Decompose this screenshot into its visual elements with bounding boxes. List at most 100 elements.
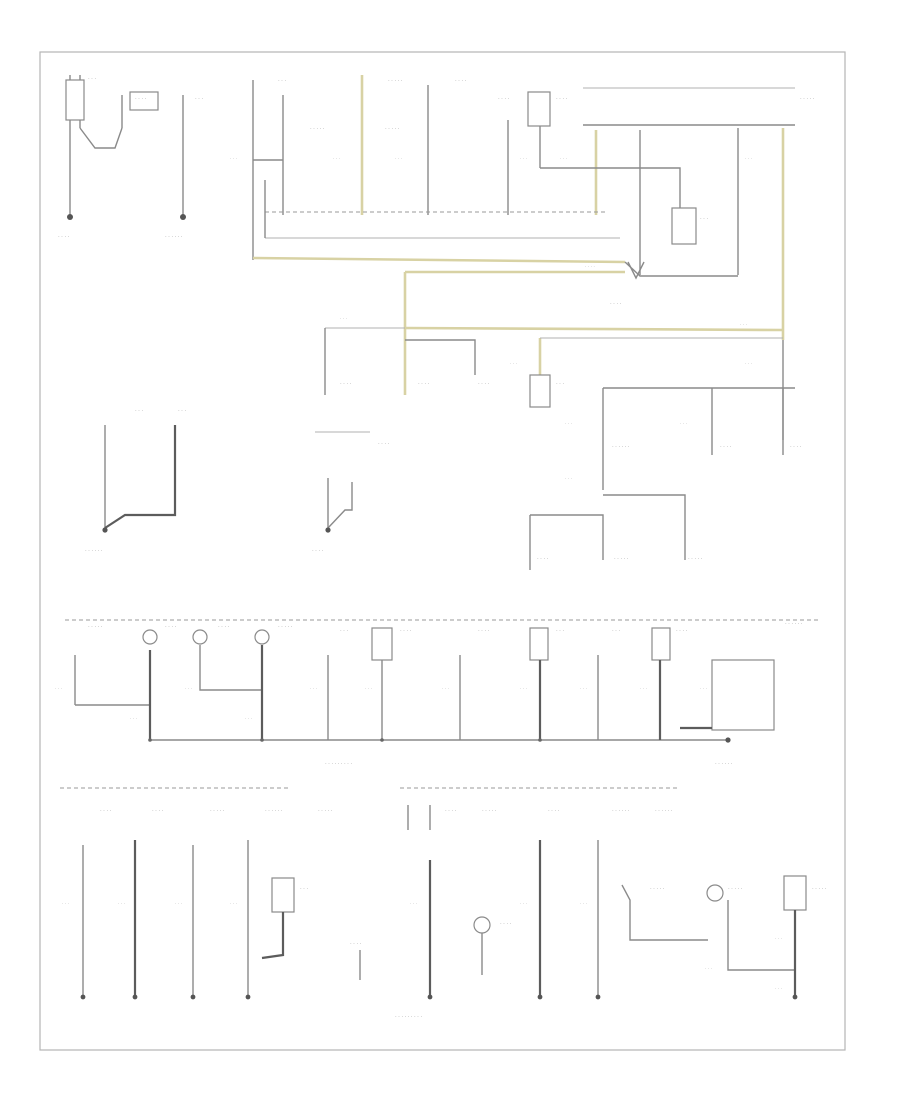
svg-text:· · · ·: · · · · xyxy=(445,808,457,814)
svg-text:· · ·: · · · xyxy=(135,408,143,414)
svg-text:· · ·: · · · xyxy=(130,716,137,721)
svg-text:· · ·: · · · xyxy=(775,986,782,991)
svg-text:· · ·: · · · xyxy=(310,686,317,691)
svg-text:· · ·: · · · xyxy=(556,381,564,387)
svg-text:· · ·: · · · xyxy=(195,96,203,102)
svg-text:· · · ·: · · · · xyxy=(378,441,390,447)
svg-text:· · · ·: · · · · xyxy=(100,808,112,814)
svg-text:· · ·: · · · xyxy=(556,628,564,634)
svg-text:· · ·: · · · xyxy=(175,901,182,906)
row-four-bottom-group: · · · · · · · · · · · · · · · · · · · · … xyxy=(60,787,827,1020)
svg-text:· · · · · ·: · · · · · · xyxy=(265,808,283,814)
svg-text:· · ·: · · · xyxy=(560,156,567,161)
svg-text:· · ·: · · · xyxy=(640,686,647,691)
svg-text:· · · · · ·: · · · · · · xyxy=(165,234,183,240)
svg-text:· · ·: · · · xyxy=(278,78,286,84)
diagram-border xyxy=(39,51,846,1051)
svg-text:· · · ·: · · · · xyxy=(350,941,362,947)
svg-text:· · ·: · · · xyxy=(230,901,237,906)
svg-text:· · · ·: · · · · xyxy=(165,624,177,630)
svg-text:· · · ·: · · · · xyxy=(610,301,622,307)
svg-text:· · ·: · · · xyxy=(410,901,417,906)
svg-text:· · ·: · · · xyxy=(340,628,348,634)
svg-text:· · · · ·: · · · · · xyxy=(310,126,325,132)
svg-text:· · · ·: · · · · xyxy=(498,96,510,102)
svg-text:· · ·: · · · xyxy=(565,421,572,426)
top-center-network: · · · · · · · · · · · · · · · · · · · · … xyxy=(230,75,815,395)
svg-text:· · · · ·: · · · · · xyxy=(385,126,400,132)
svg-text:· · · ·: · · · · xyxy=(312,548,324,554)
svg-text:· · ·: · · · xyxy=(775,936,782,941)
svg-text:· · · ·: · · · · xyxy=(585,264,595,269)
svg-text:· · ·: · · · xyxy=(300,886,308,892)
svg-text:· · ·: · · · xyxy=(395,156,402,161)
svg-text:· · ·: · · · xyxy=(55,686,62,691)
svg-text:· · · ·: · · · · xyxy=(455,78,467,84)
svg-text:· · ·: · · · xyxy=(700,216,708,222)
svg-text:· · · ·: · · · · xyxy=(500,921,512,927)
svg-text:· · ·: · · · xyxy=(520,156,527,161)
svg-text:· · · ·: · · · · xyxy=(58,234,70,240)
svg-text:· · ·: · · · xyxy=(178,408,186,414)
svg-text:· · · · · ·: · · · · · · xyxy=(85,548,103,554)
svg-text:· · · ·: · · · · xyxy=(478,628,490,634)
svg-text:· · · ·: · · · · xyxy=(790,444,802,450)
svg-text:· · · · ·: · · · · · xyxy=(278,624,293,630)
top-left-ground-group: · · · · · · · · · · · · · · · · · · · · xyxy=(58,75,203,240)
svg-text:· · ·: · · · xyxy=(565,476,572,481)
svg-text:· · · · ·: · · · · · xyxy=(812,886,827,892)
svg-text:· · · · · ·: · · · · · · xyxy=(612,808,630,814)
row-three-ground-bus: · · · · · · · · · · · · · · · · · · · · … xyxy=(55,619,820,767)
svg-text:· · ·: · · · xyxy=(442,686,449,691)
svg-text:· · · · · ·: · · · · · · xyxy=(655,808,673,814)
middle-right-network: · · · · · · · · · · · · · · · · · · · · … xyxy=(324,316,802,570)
svg-text:· · ·: · · · xyxy=(333,156,340,161)
svg-text:· · · · · · · · ·: · · · · · · · · · xyxy=(325,761,352,767)
svg-text:· · · · ·: · · · · · xyxy=(210,808,225,814)
svg-text:· · · ·: · · · · xyxy=(400,628,412,634)
svg-text:· · ·: · · · xyxy=(700,686,707,691)
svg-text:· · ·: · · · xyxy=(580,686,587,691)
svg-text:· · ·: · · · xyxy=(580,901,587,906)
svg-text:· · ·: · · · xyxy=(520,686,527,691)
svg-text:· · · ·: · · · · xyxy=(556,96,568,102)
svg-text:· · · ·: · · · · xyxy=(218,624,230,630)
svg-text:· · ·: · · · xyxy=(62,901,69,906)
svg-text:· · · · ·: · · · · · xyxy=(614,556,629,562)
svg-text:· · · ·: · · · · xyxy=(548,808,560,814)
svg-text:· · · · ·: · · · · · xyxy=(388,78,403,84)
middle-left-ground-group: · · · · · · · · · · · · · · · · · · · · xyxy=(85,408,390,554)
svg-text:· · ·: · · · xyxy=(365,686,372,691)
svg-text:· · ·: · · · xyxy=(705,966,712,971)
svg-text:· · · · · ·: · · · · · · xyxy=(715,761,733,767)
svg-text:· · ·: · · · xyxy=(740,322,747,327)
svg-text:· · ·: · · · xyxy=(245,716,252,721)
svg-text:· · · ·: · · · · xyxy=(676,628,688,634)
svg-text:· · · · · ·: · · · · · · xyxy=(612,444,630,450)
svg-text:· · · ·: · · · · xyxy=(720,444,732,450)
svg-text:· · ·: · · · xyxy=(680,421,687,426)
svg-text:· · · ·: · · · · xyxy=(152,808,164,814)
svg-text:· · · · ·: · · · · · xyxy=(482,808,497,814)
svg-text:· · ·: · · · xyxy=(520,901,527,906)
svg-text:· · · · ·: · · · · · xyxy=(688,556,703,562)
svg-text:· · · · ·: · · · · · xyxy=(800,96,815,102)
svg-text:· · · ·: · · · · xyxy=(418,381,430,387)
svg-text:· · ·: · · · xyxy=(745,361,752,366)
svg-text:· · ·: · · · xyxy=(230,156,237,161)
svg-text:· · · · · ·: · · · · · · xyxy=(785,621,803,627)
svg-text:· · ·: · · · xyxy=(340,316,347,321)
svg-text:· · · · ·: · · · · · xyxy=(650,886,665,892)
svg-text:· · ·: · · · xyxy=(118,901,125,906)
svg-text:· · · · · · · · ·: · · · · · · · · · xyxy=(395,1014,422,1020)
svg-text:· · · ·: · · · · xyxy=(340,381,352,387)
svg-text:· · ·: · · · xyxy=(510,361,517,366)
svg-text:· · · ·: · · · · xyxy=(537,556,549,562)
svg-text:· · · ·: · · · · xyxy=(135,96,147,102)
svg-text:· · ·: · · · xyxy=(185,686,192,691)
svg-text:· · ·: · · · xyxy=(745,156,752,161)
svg-text:· · ·: · · · xyxy=(612,628,620,634)
svg-text:· · · · ·: · · · · · xyxy=(318,808,333,814)
